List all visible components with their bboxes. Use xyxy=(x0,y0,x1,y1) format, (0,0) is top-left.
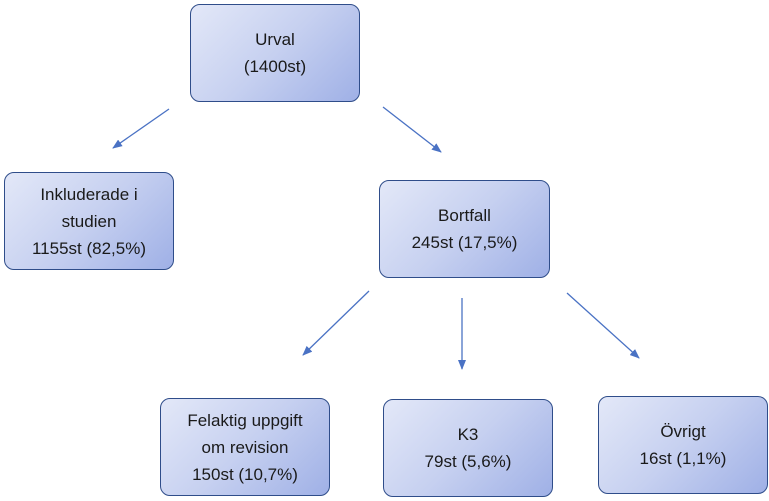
arrow-bortfall-to-ovrigt xyxy=(566,292,640,359)
node-felaktig: Felaktig uppgift om revision 150st (10,7… xyxy=(160,398,330,496)
node-k3: K3 79st (5,6%) xyxy=(383,399,553,497)
node-k3-title: K3 xyxy=(457,425,479,444)
node-urval: Urval (1400st) xyxy=(190,4,360,102)
arrow-urval-to-inkluderade xyxy=(112,108,170,149)
node-inkluderade-title-line1: Inkluderade i xyxy=(40,184,138,204)
arrow-bortfall-to-felaktig xyxy=(302,290,370,356)
arrow-urval-to-bortfall xyxy=(382,106,442,153)
node-bortfall-title: Bortfall xyxy=(438,206,491,225)
node-inkluderade-count: 1155st (82,5%) xyxy=(31,238,147,258)
node-ovrigt: Övrigt 16st (1,1%) xyxy=(598,396,768,494)
node-felaktig-title-line1: Felaktig uppgift xyxy=(187,410,303,430)
node-ovrigt-count: 16st (1,1%) xyxy=(639,449,727,468)
node-felaktig-title-line2: om revision xyxy=(201,437,289,457)
node-inkluderade-title-line2: studien xyxy=(61,211,117,231)
node-bortfall-count: 245st (17,5%) xyxy=(411,233,518,252)
node-bortfall: Bortfall 245st (17,5%) xyxy=(379,180,550,278)
node-inkluderade: Inkluderade i studien 1155st (82,5%) xyxy=(4,172,174,270)
node-urval-count: (1400st) xyxy=(243,57,307,76)
node-felaktig-count: 150st (10,7%) xyxy=(192,464,298,484)
node-k3-count: 79st (5,6%) xyxy=(424,452,512,471)
node-ovrigt-title: Övrigt xyxy=(660,422,706,441)
node-urval-title: Urval xyxy=(255,30,295,49)
